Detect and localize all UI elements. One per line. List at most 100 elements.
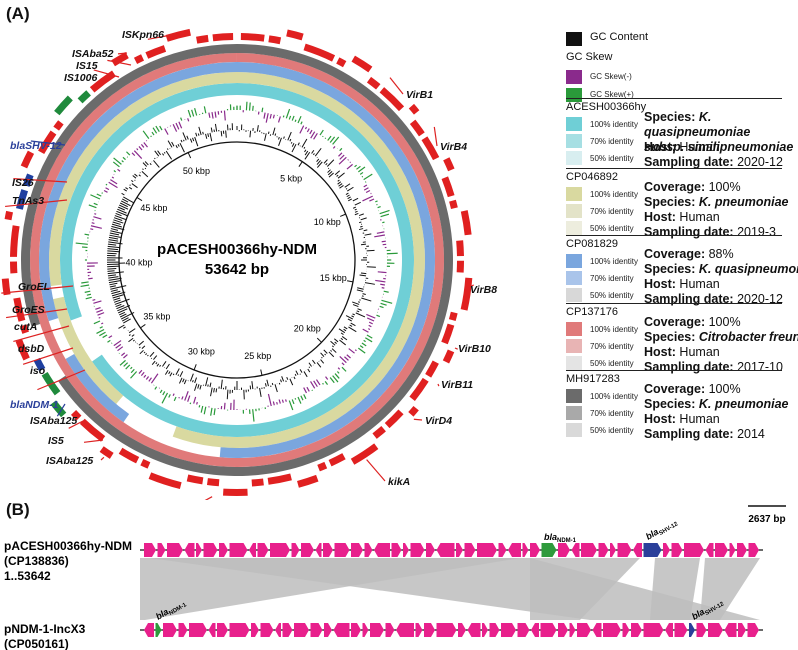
gc-skew-mark [181, 396, 184, 400]
gene-label-is1006: IS1006 [64, 72, 97, 84]
leader-line [13, 178, 68, 183]
gc-skew-mark [211, 112, 214, 119]
ref-id: CP137176 [566, 306, 618, 318]
gc-content-mark [179, 142, 185, 153]
gc-content-mark [165, 363, 170, 370]
gc-content-mark [358, 213, 364, 217]
gc-skew-mark [346, 163, 353, 170]
gc-skew-mark [93, 202, 98, 206]
gc-content-mark [337, 181, 342, 185]
gc-skew-mark [368, 324, 372, 328]
gc-skew-mark [152, 127, 158, 134]
ref-species: Species: K. pneumoniae [644, 397, 789, 411]
gc-skew-mark [150, 135, 152, 138]
gc-skew-mark [85, 296, 92, 300]
ref-divider [566, 168, 782, 169]
gc-skew-mark [126, 151, 131, 156]
gc-content-mark [109, 234, 121, 238]
gc-content-mark [243, 389, 245, 400]
gene-arrow [508, 543, 521, 557]
gc-skew-mark [341, 362, 345, 366]
gc-skew-mark [173, 396, 177, 402]
gc-content-mark [346, 194, 350, 198]
gene-arrow [464, 543, 476, 557]
gc-content-mark [360, 225, 363, 228]
gc-content-mark [327, 167, 330, 170]
gc-content-mark [111, 225, 125, 231]
leader-line [30, 140, 66, 146]
gc-skew-pos-label: GC Skew(+) [590, 90, 634, 99]
gc-skew-mark [121, 160, 124, 163]
gc-skew-mark [210, 407, 213, 416]
gc-content-mark [347, 318, 353, 322]
gc-skew-mark [294, 398, 297, 400]
gc-content-mark [358, 228, 364, 231]
gene-label-isaba125_2: ISAba125 [46, 455, 93, 467]
cds-arc [286, 29, 304, 41]
kbp-label: 25 kbp [244, 351, 271, 361]
gc-skew-mark [285, 108, 291, 119]
gc-skew-mark [297, 115, 302, 124]
gc-content-mark [114, 298, 130, 305]
gc-content-mark [347, 196, 351, 200]
gene-arrow [530, 543, 540, 557]
gc-skew-mark [151, 131, 155, 136]
gc-skew-mark [263, 112, 266, 119]
gc-skew-mark [310, 131, 316, 139]
cds-arc [441, 323, 455, 345]
gc-content-mark [338, 183, 343, 187]
cds-arc [53, 120, 64, 131]
gc-content-mark [354, 201, 361, 206]
cds-arc [408, 405, 419, 417]
gene-label-dsbd: dsbD [18, 343, 45, 355]
gc-content-mark [138, 340, 144, 346]
gc-content-mark [207, 133, 210, 138]
ref-host: Host: Human [644, 412, 720, 426]
gc-content-mark [340, 337, 344, 341]
gc-content-mark [320, 352, 325, 357]
gene-arrow [275, 623, 281, 637]
gc-content-mark [285, 380, 287, 383]
gc-skew-mark [382, 221, 385, 224]
gc-content-mark [121, 192, 125, 196]
gc-content-mark [316, 362, 322, 368]
gc-skew-mark [194, 108, 198, 116]
gc-skew-mark [96, 309, 103, 313]
gc-skew-mark [90, 194, 101, 200]
gc-skew-mark [159, 125, 163, 131]
gc-content-mark [339, 185, 344, 189]
leader-line [466, 284, 475, 290]
identity-swatch [566, 406, 582, 420]
gc-skew-mark [108, 335, 113, 339]
gc-content-mark [108, 236, 119, 240]
gc-content-mark [354, 210, 358, 213]
gc-content-mark [164, 369, 169, 375]
gene-arrow [705, 543, 714, 557]
gc-skew-pos-swatch [566, 88, 582, 102]
gc-content-mark [107, 274, 117, 277]
gc-skew-mark [81, 281, 89, 284]
leader-line [389, 77, 404, 95]
gc-content-mark [327, 169, 331, 173]
gc-content-mark [163, 151, 166, 154]
gc-content-mark [340, 332, 344, 335]
gene-label-virb1: VirB1 [406, 89, 433, 101]
gene-arrow [489, 623, 500, 637]
gc-content-mark [334, 341, 337, 344]
gc-skew-mark [142, 130, 150, 140]
gene-arrow [351, 623, 361, 637]
gc-content-mark [364, 233, 372, 236]
gene-arrow [385, 623, 395, 637]
gc-content-mark [337, 172, 345, 179]
gc-content-mark [301, 138, 308, 148]
gc-skew-mark [84, 290, 91, 293]
gene-arrow [631, 623, 642, 637]
gc-skew-mark [140, 144, 145, 148]
gc-content-mark [266, 379, 269, 387]
gc-content-mark [213, 387, 215, 393]
cds-arc [19, 324, 29, 334]
cds-arc [449, 199, 458, 210]
gene-arrow [178, 623, 188, 637]
gc-content-mark [363, 229, 368, 232]
plasmid-name: pACESH00366hy-NDM [157, 241, 317, 258]
